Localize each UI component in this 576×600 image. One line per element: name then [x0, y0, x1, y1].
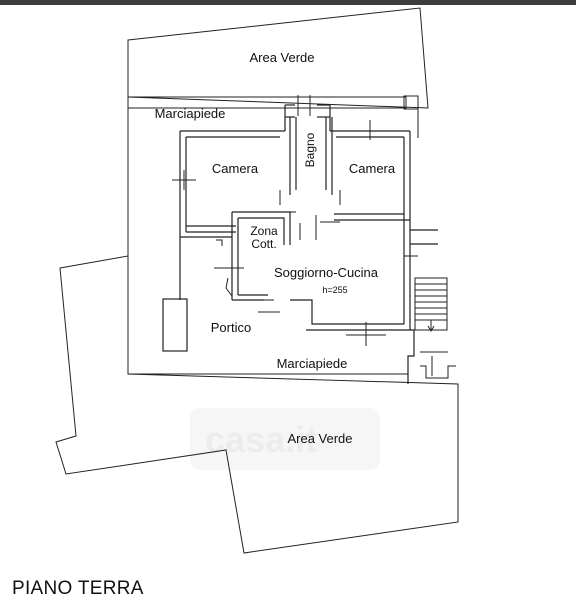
- porch-column: [162, 298, 188, 352]
- label-bathroom: Bagno: [303, 132, 317, 167]
- door-marks: [172, 95, 456, 379]
- floor-title: PIANO TERRA: [12, 578, 144, 599]
- label-bedroom-right: Camera: [349, 161, 396, 176]
- corner-column: [403, 95, 419, 110]
- staircase: [414, 277, 448, 332]
- label-green-bottom: Area Verde: [287, 431, 352, 446]
- label-sidewalk-bottom: Marciapiede: [277, 356, 348, 371]
- label-kitchenette-1: Zona: [250, 224, 278, 238]
- label-bedroom-left: Camera: [212, 161, 259, 176]
- label-ceiling-height: h=255: [322, 285, 347, 295]
- watermark: casa.it: [190, 408, 380, 470]
- label-living: Soggiorno-Cucina: [274, 265, 379, 280]
- label-sidewalk-top: Marciapiede: [155, 106, 226, 121]
- label-porch: Portico: [211, 320, 251, 335]
- top-green-lot: [127, 7, 429, 109]
- top-dark-strip: [0, 0, 576, 5]
- label-green-top: Area Verde: [249, 50, 314, 65]
- watermark-text: casa.it: [205, 419, 317, 460]
- label-kitchenette-2: Cott.: [251, 237, 276, 251]
- lot-outlines: [55, 7, 459, 554]
